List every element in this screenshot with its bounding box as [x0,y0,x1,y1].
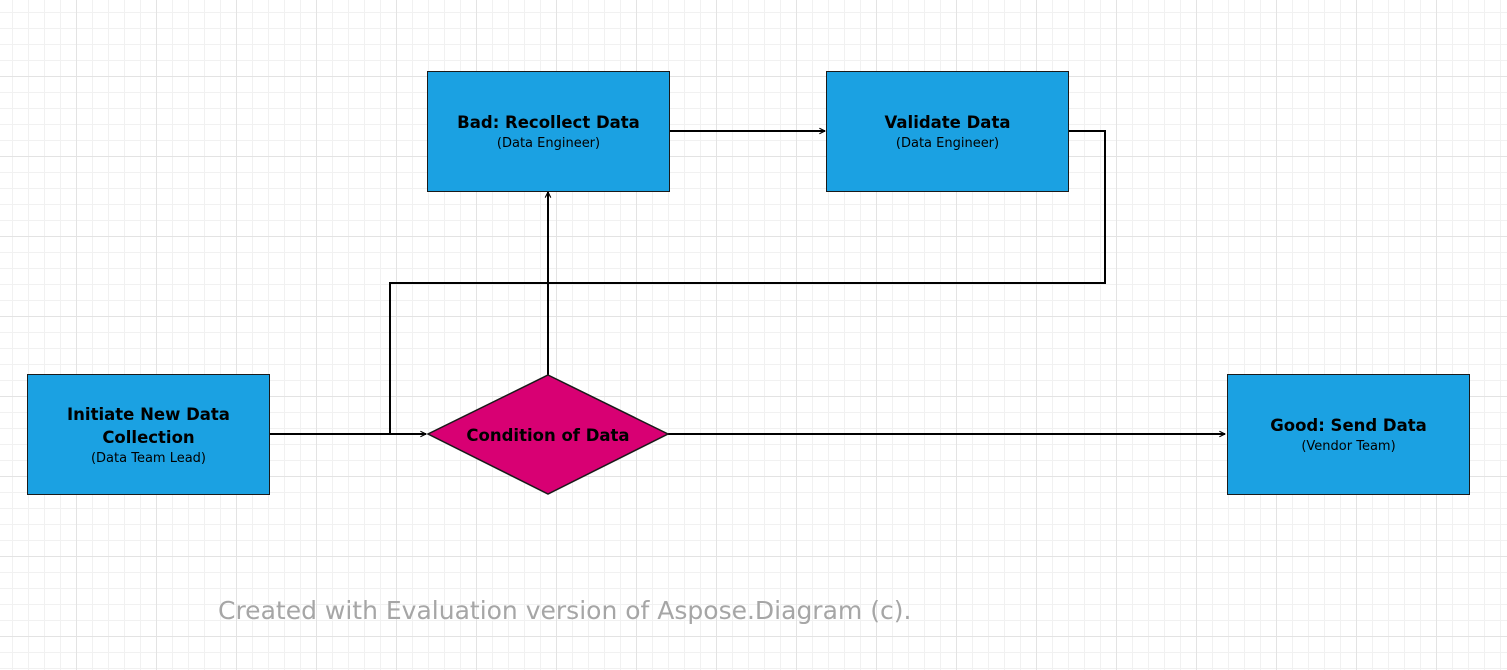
recollect-node-title: Bad: Recollect Data [457,113,640,132]
send-node-title: Good: Send Data [1270,416,1427,435]
recollect-node-role: (Data Engineer) [496,136,601,151]
initiate-collection-node[interactable]: Initiate New Data Collection (Data Team … [27,374,270,495]
send-node-role: (Vendor Team) [1301,439,1396,454]
initiate-node-role: (Data Team Lead) [90,450,207,466]
evaluation-watermark: Created with Evaluation version of Aspos… [218,596,912,625]
condition-diamond-shape[interactable] [426,374,670,495]
send-data-node[interactable]: Good: Send Data (Vendor Team) [1227,374,1470,495]
validate-node-role: (Data Engineer) [895,136,1000,151]
validate-node-title: Validate Data [884,113,1011,132]
recollect-data-node[interactable]: Bad: Recollect Data (Data Engineer) [427,71,670,192]
connector-validate-loop-back [389,130,1106,434]
initiate-node-title: Initiate New Data Collection [67,404,230,447]
condition-node-label: Condition of Data [466,425,630,445]
validate-data-node[interactable]: Validate Data (Data Engineer) [826,71,1069,192]
